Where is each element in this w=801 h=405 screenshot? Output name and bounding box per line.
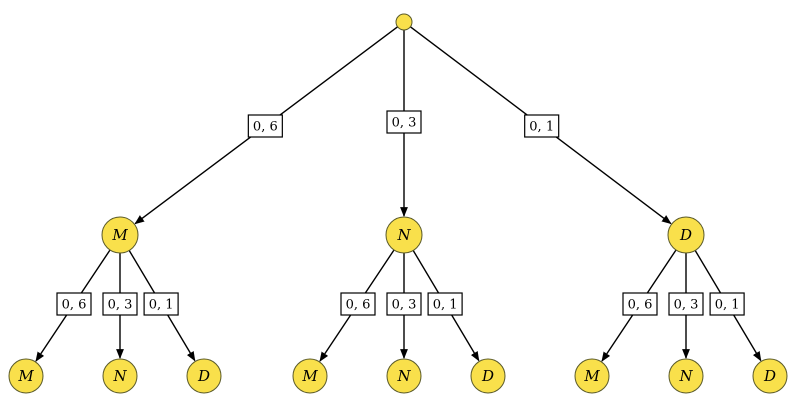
node-circle [292, 358, 328, 394]
node-level2-m-m: M [8, 358, 44, 394]
prob-label-level2-d-d: 0, 1 [709, 292, 745, 316]
probability-box [524, 114, 560, 138]
probability-box [102, 292, 138, 316]
node-circle [102, 358, 138, 394]
probability-text: 0, 1 [715, 298, 740, 313]
probability-box [247, 114, 283, 138]
node-circle [386, 358, 422, 394]
node-circle [667, 216, 705, 254]
prob-label-level1-n: 0, 3 [386, 110, 422, 134]
prob-label-level2-n-d: 0, 1 [427, 292, 463, 316]
probability-box [143, 292, 179, 316]
probability-box [622, 292, 658, 316]
probability-text: 0, 3 [392, 116, 417, 131]
node-label: D [481, 367, 494, 385]
node-circle [574, 358, 610, 394]
probability-text: 0, 6 [253, 120, 278, 135]
probability-box [668, 292, 704, 316]
probability-box [386, 292, 422, 316]
node-circle [101, 216, 139, 254]
node-level2-d-d: D [752, 358, 788, 394]
node-level2-d-n: N [668, 358, 704, 394]
node-label: M [583, 367, 600, 385]
node-level2-m-n: N [102, 358, 138, 394]
node-level1-m: M [101, 216, 139, 254]
node-label: N [678, 367, 693, 385]
node-label: M [17, 367, 34, 385]
prob-label-level2-n-m: 0, 6 [340, 292, 376, 316]
prob-label-level1-m: 0, 6 [247, 114, 283, 138]
prob-label-level2-d-n: 0, 3 [668, 292, 704, 316]
node-level1-d: D [667, 216, 705, 254]
probability-text: 0, 3 [674, 298, 699, 313]
prob-label-level2-m-n: 0, 3 [102, 292, 138, 316]
node-label: N [396, 367, 411, 385]
node-level2-n-d: D [470, 358, 506, 394]
node-circle [395, 13, 413, 31]
node-circle [8, 358, 44, 394]
node-label: D [763, 367, 776, 385]
probability-box [427, 292, 463, 316]
probability-text: 0, 6 [628, 298, 653, 313]
node-circle [186, 358, 222, 394]
node-label: D [197, 367, 210, 385]
node-circle [470, 358, 506, 394]
probability-text: 0, 1 [433, 298, 458, 313]
probability-box [709, 292, 745, 316]
node-label: D [679, 226, 692, 244]
node-circle [385, 216, 423, 254]
probability-box [386, 110, 422, 134]
probability-text: 0, 3 [392, 298, 417, 313]
probability-text: 0, 1 [149, 298, 174, 313]
prob-label-level1-d: 0, 1 [524, 114, 560, 138]
node-level2-m-d: D [186, 358, 222, 394]
node-circle [752, 358, 788, 394]
probability-text: 0, 1 [529, 120, 554, 135]
node-level2-d-m: M [574, 358, 610, 394]
node-level1-n: N [385, 216, 423, 254]
node-label: N [396, 226, 411, 244]
prob-label-level2-m-m: 0, 6 [56, 292, 92, 316]
probability-text: 0, 3 [108, 298, 133, 313]
node-label: M [301, 367, 318, 385]
probability-box [56, 292, 92, 316]
probability-text: 0, 6 [346, 298, 371, 313]
node-label: N [112, 367, 127, 385]
prob-label-level2-n-n: 0, 3 [386, 292, 422, 316]
probability-text: 0, 6 [62, 298, 87, 313]
node-label: M [111, 226, 128, 244]
probability-box [340, 292, 376, 316]
node-level2-n-m: M [292, 358, 328, 394]
node-circle [668, 358, 704, 394]
prob-label-level2-d-m: 0, 6 [622, 292, 658, 316]
root-node [395, 13, 413, 31]
prob-label-level2-m-d: 0, 1 [143, 292, 179, 316]
node-level2-n-n: N [386, 358, 422, 394]
